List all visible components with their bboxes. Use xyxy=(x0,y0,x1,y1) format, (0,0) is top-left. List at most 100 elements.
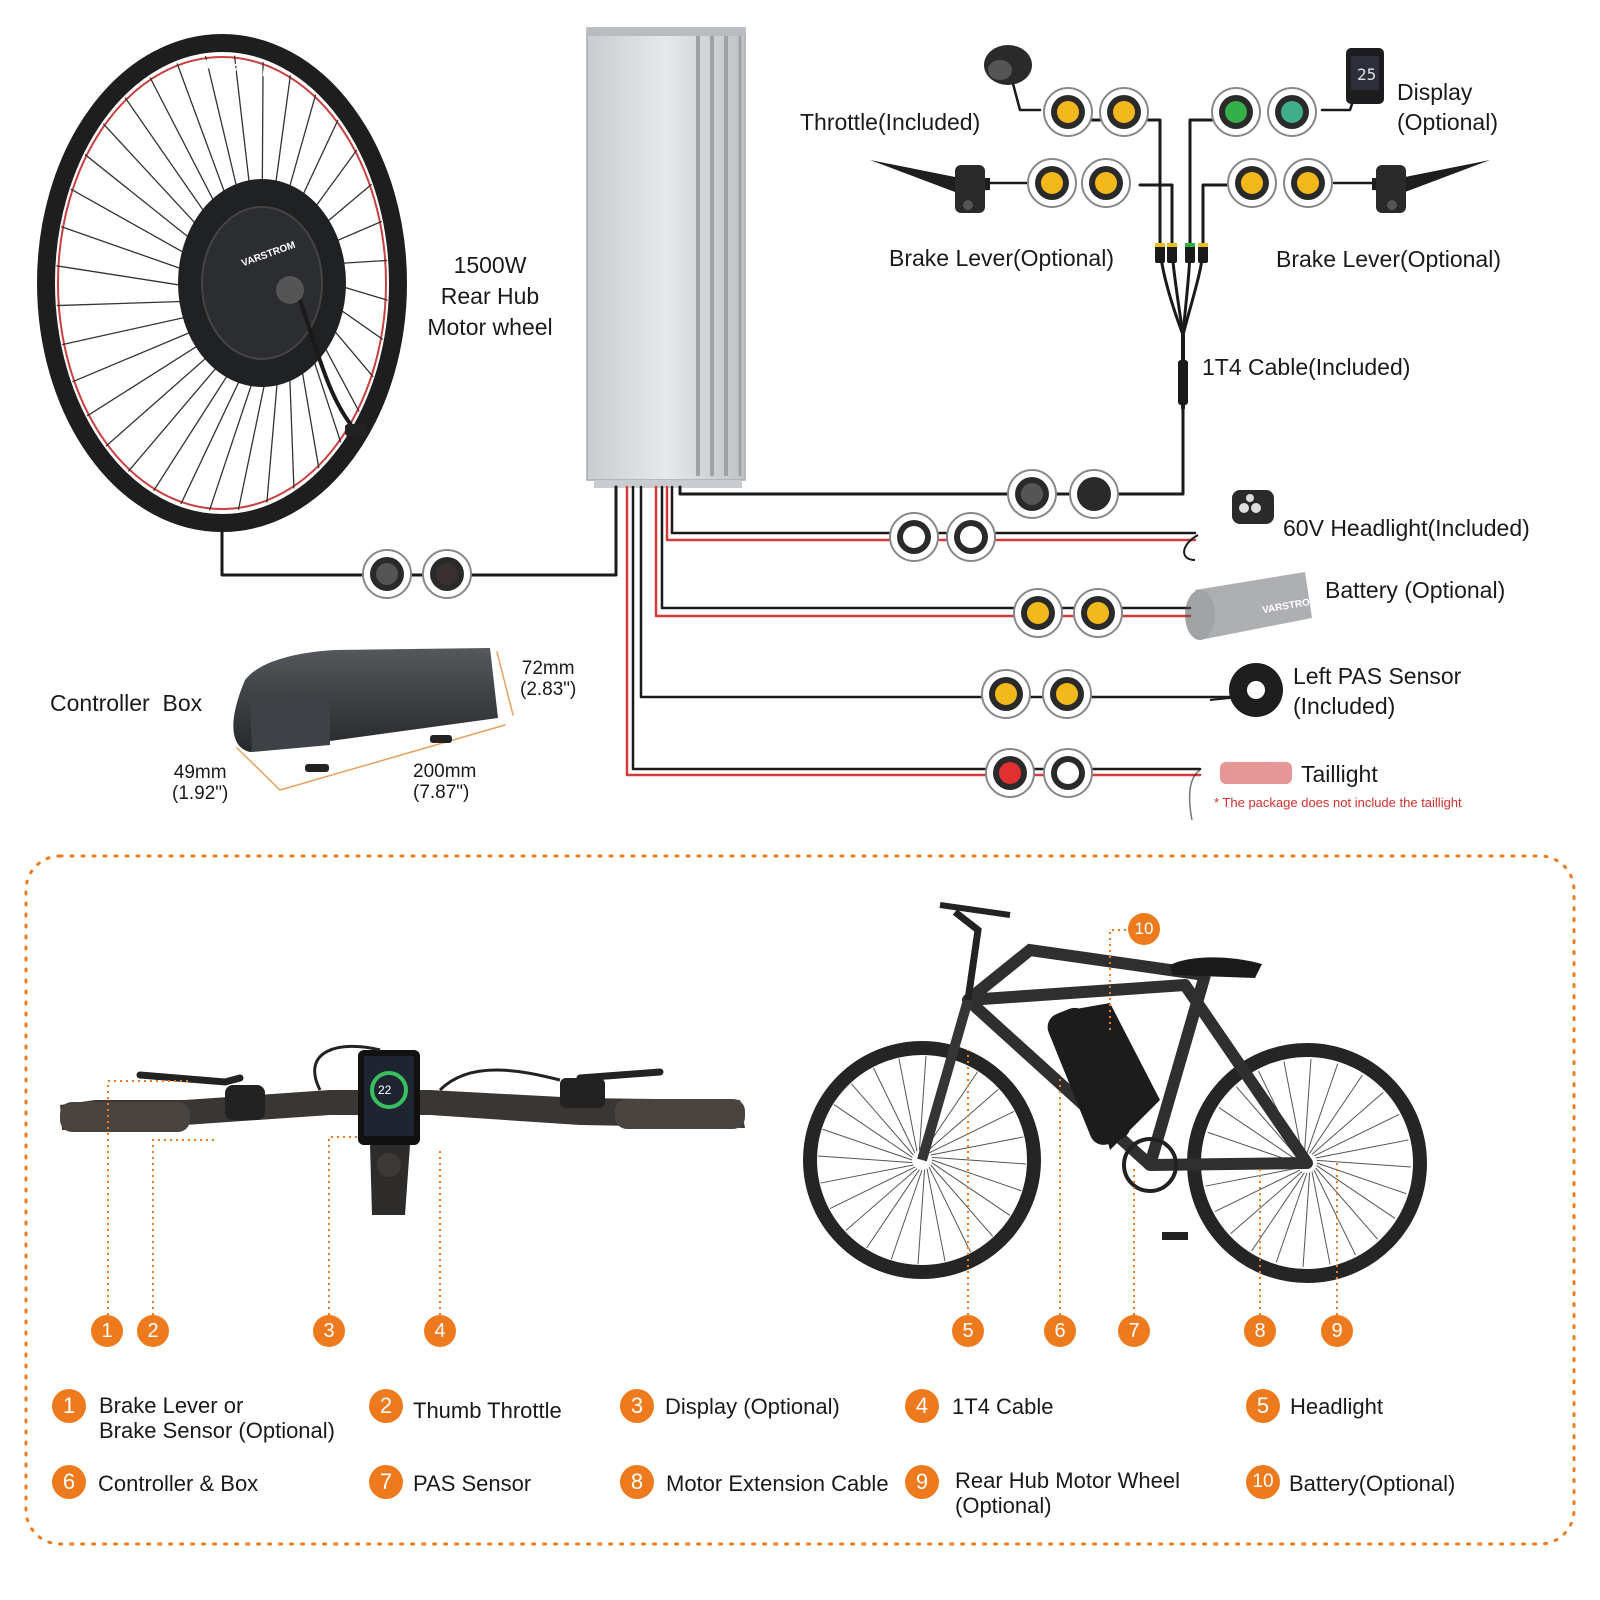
svg-text:25: 25 xyxy=(1357,65,1376,84)
bike-spoke xyxy=(1315,1139,1409,1159)
pas-sensor-icon xyxy=(1209,663,1283,717)
callout-badge: 9 xyxy=(1321,1315,1353,1347)
bike-spoke xyxy=(931,1156,1026,1165)
bike-spoke xyxy=(1251,1172,1305,1252)
connector xyxy=(985,748,1035,798)
bike-spoke xyxy=(818,1155,913,1164)
legend-text: 1T4 Cable xyxy=(952,1394,1054,1419)
bike-spoke xyxy=(931,1162,1011,1216)
legend-badge: 7 xyxy=(369,1465,403,1499)
display-label: Display (Optional) xyxy=(1397,77,1498,137)
motor-label-line: Rear Hub xyxy=(440,283,540,309)
bike-spoke xyxy=(926,1088,999,1152)
legend-text: Headlight xyxy=(1290,1394,1383,1419)
dim-width-in: (1.92") xyxy=(172,783,229,804)
legend-line: Brake Sensor (Optional) xyxy=(99,1418,335,1443)
wheel-logo: VARSTROM xyxy=(204,57,273,80)
connector xyxy=(1099,87,1149,137)
callout-badge: 3 xyxy=(313,1315,345,1347)
bike-spoke xyxy=(829,1166,916,1209)
connector xyxy=(946,512,996,562)
bike-spoke xyxy=(928,1166,971,1253)
bike-spoke xyxy=(1311,1171,1331,1265)
legend-badge: 8 xyxy=(620,1465,654,1499)
legend-text: Display (Optional) xyxy=(665,1394,840,1419)
bike-spoke xyxy=(930,1164,994,1237)
bike-spoke xyxy=(1302,1172,1311,1267)
bike-spoke xyxy=(866,1169,920,1249)
bike-spoke xyxy=(1218,1107,1298,1161)
dim-width-mm: 49mm xyxy=(173,762,227,783)
legend-line: Rear Hub Motor Wheel xyxy=(955,1468,1180,1493)
bike-spoke xyxy=(1316,1159,1411,1168)
callout-badge: 6 xyxy=(1044,1315,1076,1347)
bike-spoke xyxy=(822,1128,913,1161)
bike-spoke xyxy=(1283,1061,1303,1155)
bicycle-photo xyxy=(803,902,1427,1283)
bike-spoke xyxy=(890,1169,923,1260)
legend-badge: 6 xyxy=(52,1465,86,1499)
connector xyxy=(1027,158,1077,208)
motor-label: 1500W Rear Hub Motor wheel xyxy=(405,250,575,343)
bike-spoke xyxy=(1214,1169,1301,1212)
pas-label-line: (Included) xyxy=(1293,693,1396,719)
headlight-label: 60V Headlight(Included) xyxy=(1283,515,1530,541)
callout-badge: 1 xyxy=(91,1315,123,1347)
legend-text: Rear Hub Motor Wheel (Optional) xyxy=(955,1468,1180,1518)
headlight-icon xyxy=(1183,490,1274,561)
throttle-icon xyxy=(984,45,1032,85)
legend-text: Motor Extension Cable xyxy=(666,1471,889,1496)
brake-right-label: Brake Lever(Optional) xyxy=(1276,246,1501,272)
connector xyxy=(1007,469,1057,519)
brake-lever-icon xyxy=(870,160,990,213)
bike-spoke xyxy=(1235,1086,1299,1159)
handlebar-photo: 22 xyxy=(60,1044,745,1215)
connector xyxy=(981,669,1031,719)
dim-height-in: (2.83") xyxy=(520,679,577,700)
brake-left-label: Brake Lever(Optional) xyxy=(889,245,1114,271)
battery-icon xyxy=(1185,572,1312,640)
bike-spoke xyxy=(926,1168,946,1262)
bike-spoke xyxy=(1306,1063,1339,1154)
bike-spoke xyxy=(1316,1165,1396,1219)
connector xyxy=(1227,158,1277,208)
hub-motor-wheel xyxy=(37,34,407,532)
motor-label-line: Motor wheel xyxy=(427,314,553,340)
legend-badge: 3 xyxy=(620,1389,654,1423)
legend-badge: 2 xyxy=(369,1389,403,1423)
motor-label-line: 1500W xyxy=(453,252,527,278)
legend-line: (Optional) xyxy=(955,1493,1052,1518)
dim-length: 200mm (7.87") xyxy=(413,761,476,803)
bike-spoke xyxy=(873,1067,916,1154)
bike-spoke xyxy=(1230,1171,1303,1235)
bike-spoke xyxy=(833,1104,913,1158)
bike-spoke xyxy=(820,1164,914,1184)
connector-icon xyxy=(362,87,1333,798)
legend-badge: 9 xyxy=(905,1465,939,1499)
callout-badge: 10 xyxy=(1128,913,1160,945)
bike-spoke xyxy=(1315,1167,1379,1240)
legend-badge: 1 xyxy=(52,1389,86,1423)
connector xyxy=(1073,588,1123,638)
bike-spoke xyxy=(1309,1074,1363,1154)
callout-badge: 2 xyxy=(137,1315,169,1347)
legend-text: Controller & Box xyxy=(98,1471,259,1496)
callout-badge: 8 xyxy=(1244,1315,1276,1347)
connector xyxy=(889,512,939,562)
bike-spoke xyxy=(1316,1162,1407,1195)
bike-spoke xyxy=(1275,1172,1308,1263)
svg-text:22: 22 xyxy=(378,1083,392,1097)
taillight-icon xyxy=(1188,762,1292,821)
legend-badge: 4 xyxy=(905,1389,939,1423)
callout-badge: 5 xyxy=(952,1315,984,1347)
brake-lever-icon xyxy=(1372,160,1490,213)
legend-badge: 5 xyxy=(1246,1389,1280,1423)
connector xyxy=(1069,469,1119,519)
display-label-line: Display xyxy=(1397,79,1473,105)
bike-spoke xyxy=(1313,1169,1356,1256)
bike-spoke xyxy=(1205,1167,1299,1187)
bike-spoke xyxy=(930,1136,1024,1156)
connector xyxy=(1283,158,1333,208)
connector xyxy=(1042,669,1092,719)
